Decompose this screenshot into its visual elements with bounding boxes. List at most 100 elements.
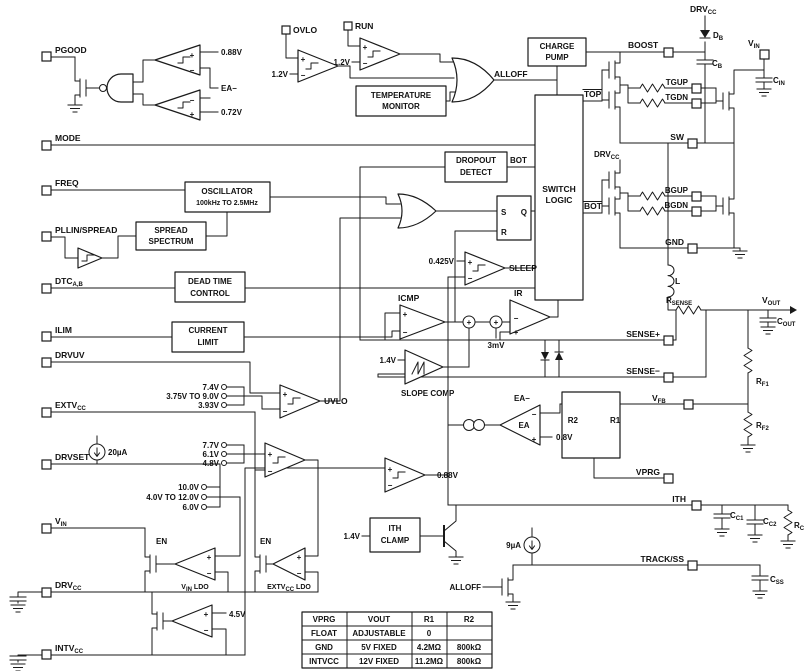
minus-mark: − <box>363 59 368 68</box>
minus-mark: − <box>207 569 212 578</box>
alloff-net: ALLOFF <box>494 69 528 79</box>
vprg-table: VPRG VOUT R1 R2 FLOAT ADJUSTABLE 0 GND 5… <box>301 611 493 669</box>
block-sr-latch <box>496 195 532 241</box>
tg-driver-fet-low <box>601 87 621 113</box>
ground-symbol <box>760 326 776 335</box>
minus-mark: − <box>468 274 473 283</box>
table-header-r2: R2 <box>464 615 475 624</box>
sel-4v0-12v0: 4.0V TO 12.0V <box>146 493 199 502</box>
pin-track-ss <box>687 560 698 571</box>
sense-minus-label: SENSE− <box>626 366 660 376</box>
minus-mark: − <box>190 96 195 105</box>
minus-mark: − <box>532 410 537 419</box>
uvlo-label: UVLO <box>324 396 348 406</box>
track-ss-label: TRACK/SS <box>641 554 685 564</box>
pin-sense-plus <box>663 335 674 346</box>
css-capacitor <box>751 575 769 581</box>
selector-contact <box>221 384 227 390</box>
drvcc-mid-label: DRVCC <box>594 150 620 161</box>
plus-mark: + <box>283 390 288 399</box>
pin-vin <box>41 523 52 534</box>
charge-pump-line1: CHARGE <box>540 42 575 51</box>
sel-10v0: 10.0V <box>178 483 200 492</box>
pin-boost <box>663 47 674 58</box>
uvlo-comparator <box>279 384 321 419</box>
external-top-fet <box>715 88 735 114</box>
pin-drvcc <box>41 587 52 598</box>
pin-pllin-spread <box>41 231 52 242</box>
deadtime-line2: CONTROL <box>190 289 230 298</box>
pin-bgdn <box>691 206 702 217</box>
ith-label: ITH <box>672 494 686 504</box>
table-cell: 5V FIXED <box>361 643 397 652</box>
dropout-line2: DETECT <box>460 168 492 177</box>
plus-mark: + <box>468 258 473 267</box>
r1-label: R1 <box>610 416 621 425</box>
r2-label: R2 <box>568 416 579 425</box>
drvcc-label: DRVCC <box>55 580 82 592</box>
ground-symbol <box>505 601 521 610</box>
drvcc-bypass-capacitor <box>9 596 27 602</box>
switch-logic-line1: SWITCH <box>542 184 576 194</box>
table-cell: 800kΩ <box>457 643 482 652</box>
vin-right-label: VIN <box>748 38 760 50</box>
rc-label: RC <box>794 521 805 532</box>
ground-symbol <box>756 88 772 97</box>
latch-r: R <box>501 228 507 237</box>
plus-mark: + <box>514 328 519 337</box>
block-current-limit <box>171 321 245 353</box>
blocks <box>99 37 621 553</box>
rf1-label: RF1 <box>756 377 769 388</box>
pin-ilim <box>41 331 52 342</box>
current-source-20uA <box>88 443 106 461</box>
current-20ua-label: 20µA <box>108 448 128 457</box>
sense-clamp-diode-2 <box>555 352 563 360</box>
vout-label: VOUT <box>762 295 781 307</box>
sel-4v8: 4.8V <box>203 459 220 468</box>
gm-mirror-node-2 <box>473 419 485 431</box>
cc2-label: CC2 <box>763 517 777 528</box>
plus-mark: + <box>301 55 306 64</box>
pin-tgdn <box>691 98 702 109</box>
icmp-comparator <box>399 304 446 340</box>
table-cell: 4.2MΩ <box>417 643 442 652</box>
latch-s: S <box>501 208 507 217</box>
comparators <box>77 37 551 638</box>
transistors <box>74 57 735 634</box>
table-header-vprg: VPRG <box>313 615 336 624</box>
cb-capacitor <box>696 59 714 65</box>
cb-label: CB <box>712 59 723 70</box>
offset-3mv: 3mV <box>488 341 506 350</box>
ir-label: IR <box>514 288 523 298</box>
ground-symbol <box>747 534 763 543</box>
switch-logic-line2: LOGIC <box>546 195 573 205</box>
gm-mirror-node-1 <box>463 419 475 431</box>
selector-contact <box>221 442 227 448</box>
pin-freq <box>41 185 52 196</box>
minus-mark: − <box>301 71 306 80</box>
block-feedback-divider <box>561 391 621 459</box>
pin-intvcc <box>41 649 52 660</box>
vin-ldo-label: VIN LDO <box>181 584 209 593</box>
pin-vprg <box>663 473 674 484</box>
minus-mark: − <box>268 467 273 476</box>
intvcc-label: INTVCC <box>55 643 84 655</box>
minus-mark: − <box>514 314 519 323</box>
current-source-9uA <box>523 536 541 554</box>
cc2-capacitor <box>746 519 764 525</box>
block-charge-pump <box>527 37 587 67</box>
icmp-label: ICMP <box>398 293 420 303</box>
plus-mark: + <box>494 318 499 327</box>
or-gate-alloff <box>451 57 495 103</box>
drvuv-label: DRVUV <box>55 350 85 360</box>
ea-label: EA <box>518 421 529 430</box>
table-header-vout: VOUT <box>368 615 390 624</box>
plus-mark: + <box>532 435 537 444</box>
charge-pump-line2: PUMP <box>545 53 569 62</box>
extvcc-label: EXTVCC <box>55 400 87 412</box>
drvset-label: DRVSET <box>55 452 90 462</box>
bgdn-resistor <box>639 206 666 216</box>
sleep-comparator <box>464 251 506 286</box>
top-signal: TOP <box>584 89 602 99</box>
